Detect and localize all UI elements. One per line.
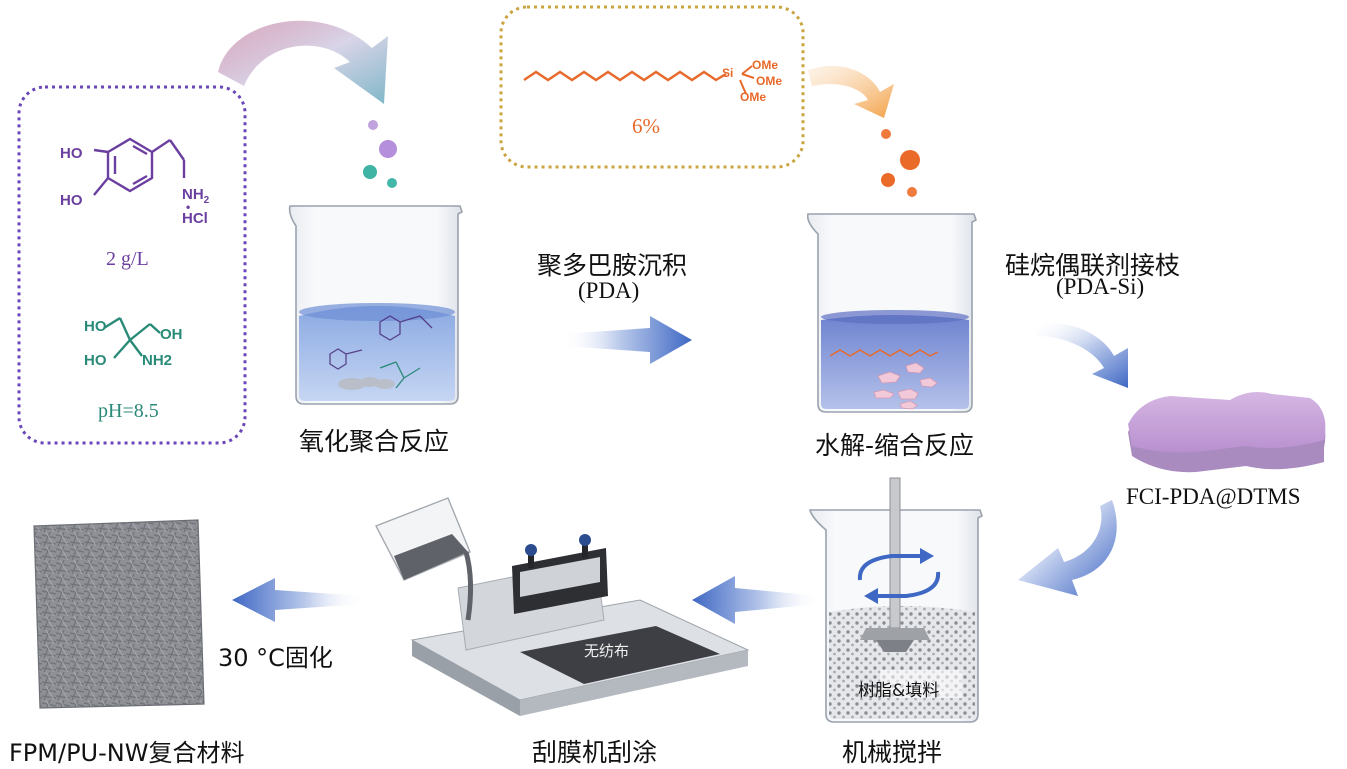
nonwoven-label: 无纺布 — [584, 642, 630, 660]
silane-si: Si — [722, 66, 734, 80]
flow-arrow-icon — [562, 316, 692, 364]
beaker-stirring — [808, 477, 983, 723]
tris-oh-bottom: HO — [84, 352, 107, 369]
final-material-label: FPM/PU-NW复合材料 — [9, 739, 245, 767]
step-silane-grafting: 硅烷偶联剂接枝 — [1005, 251, 1181, 280]
reagent-box — [17, 85, 247, 445]
film-scraper-machine — [410, 534, 750, 716]
step-hydrolysis-condensation: 水解-缩合反应 — [815, 431, 975, 460]
dopamine-structure — [93, 137, 186, 196]
step-oxidative-polymerization: 氧化聚合反应 — [299, 427, 450, 456]
filler-plate — [1128, 392, 1326, 473]
dopamine-oh-top: HO — [60, 145, 83, 162]
curved-arrow-icon — [1032, 323, 1128, 388]
rotation-arrows-icon — [857, 554, 941, 598]
flow-arrow-icon — [692, 576, 820, 624]
dopamine-amine: NH2 — [182, 186, 210, 206]
dopamine-salt: HCl — [182, 210, 208, 227]
beaker-oxidative — [288, 205, 463, 405]
tris-oh-right: OH — [160, 326, 183, 343]
silane-ome-2: OMe — [756, 74, 783, 88]
step-pda-deposition: 聚多巴胺沉积 — [537, 251, 688, 280]
curing-label: 30 °C固化 — [218, 644, 333, 672]
tris-amine: NH2 — [142, 352, 173, 369]
step-pda-si-abbr: (PDA-Si) — [1056, 274, 1145, 299]
tris-ph: pH=8.5 — [98, 400, 159, 422]
tris-structure — [103, 316, 161, 359]
dopamine-concentration: 2 g/L — [106, 248, 149, 270]
tris-oh-left: HO — [84, 318, 107, 335]
dopamine-oh-bottom: HO — [60, 192, 83, 209]
step-pda-abbr: (PDA) — [578, 278, 640, 303]
silane-bonds — [739, 65, 755, 95]
silane-chain — [523, 70, 727, 82]
curved-arrow-icon — [218, 20, 388, 104]
silane-ome-3: OMe — [740, 90, 767, 104]
dopamine-dot: • — [186, 200, 191, 214]
beaker-hydrolysis — [806, 213, 977, 413]
silane-droplets — [881, 129, 920, 197]
silane-box — [499, 5, 805, 169]
rotation-arrows-icon — [864, 548, 934, 604]
flow-arrow-icon — [232, 578, 364, 622]
step-mechanical-stirring: 机械搅拌 — [842, 738, 943, 767]
dopamine-droplets — [363, 120, 397, 188]
curved-arrow-icon — [808, 65, 894, 118]
silane-ome-1: OMe — [752, 58, 779, 72]
product-filler-label: FCI-PDA@DTMS — [1126, 484, 1301, 509]
step-scraping-coating: 刮膜机刮涂 — [532, 738, 658, 767]
curved-arrow-icon — [1018, 500, 1117, 596]
composite-sample — [33, 519, 205, 709]
silane-amount: 6% — [632, 114, 660, 138]
resin-filler-label: 树脂&填料 — [858, 681, 940, 701]
pouring-beaker — [375, 497, 474, 621]
